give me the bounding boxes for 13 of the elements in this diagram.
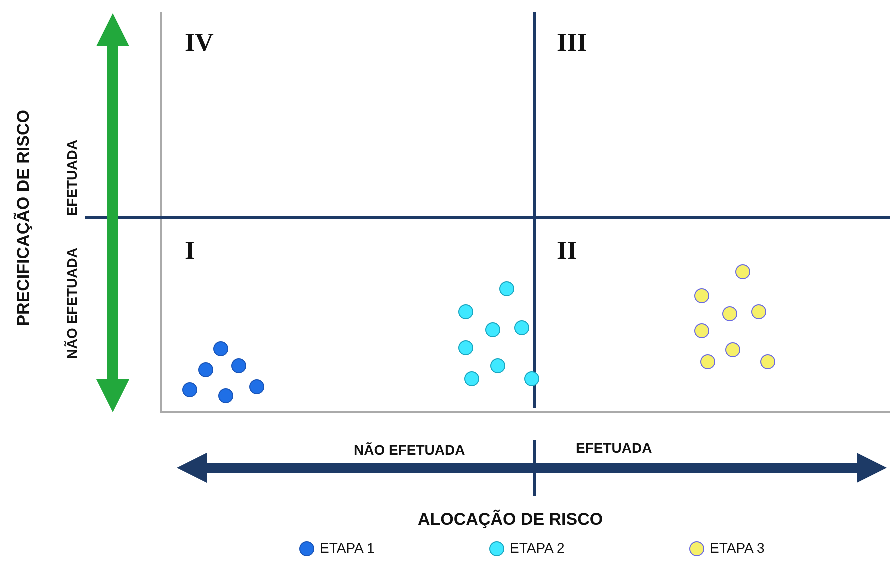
quadrant-numeral: II bbox=[557, 236, 578, 266]
axis-title: PRECIFICAÇÃO DE RISCO bbox=[14, 110, 34, 326]
axis-label: NÃO EFETUADA bbox=[64, 248, 80, 360]
quadrant-numeral: I bbox=[185, 236, 196, 266]
axis-title: ALOCAÇÃO DE RISCO bbox=[418, 510, 604, 530]
legend-label: ETAPA 3 bbox=[710, 540, 765, 556]
legend-label: ETAPA 2 bbox=[510, 540, 565, 556]
axis-label: NÃO EFETUADA bbox=[354, 442, 466, 458]
axis-label: EFETUADA bbox=[64, 140, 80, 216]
legend-label: ETAPA 1 bbox=[320, 540, 375, 556]
quadrant-numeral: IV bbox=[185, 28, 214, 58]
axis-label: EFETUADA bbox=[576, 440, 652, 456]
quadrant-numeral: III bbox=[557, 28, 588, 58]
